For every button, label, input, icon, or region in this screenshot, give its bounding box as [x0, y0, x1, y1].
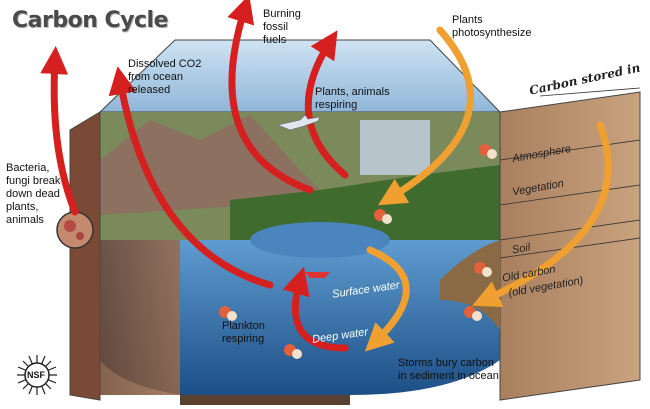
- arrow-plants-respiring: [304, 30, 349, 179]
- label-dissolved-co2: Dissolved CO2 from ocean released: [128, 58, 202, 96]
- uptake-arrows: [364, 26, 612, 352]
- lake: [250, 222, 390, 258]
- nsf-logo-text: NSF: [27, 370, 45, 380]
- left-face: [100, 240, 180, 395]
- left-rock: [69, 111, 101, 401]
- label-plankton-respiring: Plankton respiring: [222, 320, 265, 345]
- boat: [305, 272, 330, 278]
- front-sediment: [180, 395, 350, 405]
- nsf-logo-icon: [17, 355, 57, 395]
- carbon-molecules: [219, 144, 497, 359]
- arrow-plankton: [282, 266, 349, 352]
- arrow-ocean-uptake: [364, 246, 410, 352]
- label-plants-photosynthesize: Plants photosynthesize: [452, 14, 532, 39]
- arrow-burning: [227, 0, 314, 194]
- sediment: [440, 240, 500, 330]
- arrow-old-carbon: [472, 121, 612, 307]
- label-burning-fossil-fuels: Burning fossil fuels: [263, 8, 301, 46]
- forest: [230, 165, 500, 240]
- storage-scale: [499, 87, 641, 259]
- water-body: [100, 240, 500, 395]
- arrow-photosynthesize: [377, 26, 474, 206]
- label-bacteria: Bacteria, fungi break down dead plants, …: [6, 162, 61, 226]
- arrow-bacteria: [40, 46, 79, 216]
- release-arrows: [40, 0, 349, 352]
- city-block: [360, 120, 430, 175]
- arrow-dissolved: [108, 66, 274, 289]
- diagram-title: Carbon Cycle: [12, 8, 169, 33]
- label-storms-bury-carbon: Storms bury carbon in sediment in ocean: [398, 357, 499, 382]
- label-plants-respiring: Plants, animals respiring: [315, 86, 390, 111]
- airplane: [277, 114, 321, 131]
